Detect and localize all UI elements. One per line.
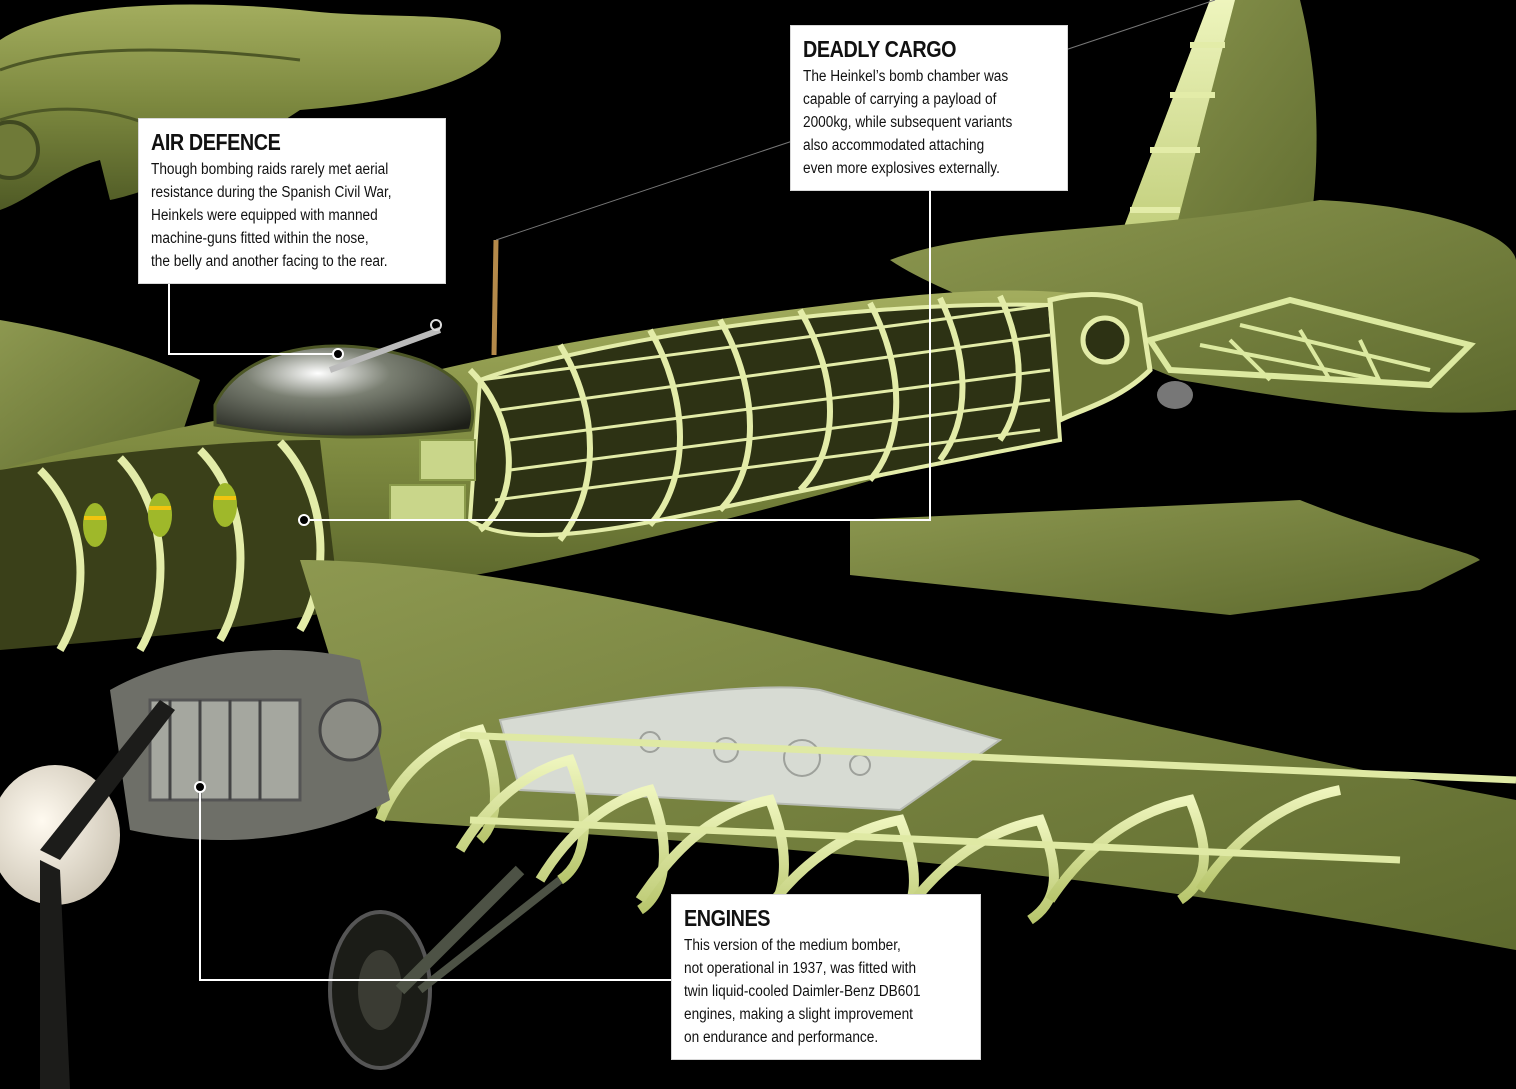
callout-deadly-cargo: DEADLY CARGO The Heinkel’s bomb chamber … xyxy=(790,25,1068,191)
leader-dot-deadly-cargo xyxy=(298,514,310,526)
callout-line: 2000kg, while subsequent variants xyxy=(803,114,1013,131)
callout-body: Though bombing raids rarely met aerial r… xyxy=(151,158,433,273)
callout-line: Heinkels were equipped with manned xyxy=(151,207,378,224)
leader-line-air-defence xyxy=(168,284,338,355)
callout-line: also accommodated attaching xyxy=(803,137,985,154)
callout-line: even more explosives externally. xyxy=(803,160,1000,177)
callout-title: AIR DEFENCE xyxy=(151,129,281,155)
callout-air-defence: AIR DEFENCE Though bombing raids rarely … xyxy=(138,118,446,284)
leader-line-deadly-cargo xyxy=(304,191,931,521)
callout-line: capable of carrying a payload of xyxy=(803,91,997,108)
callout-title: ENGINES xyxy=(684,905,771,931)
callout-line: twin liquid-cooled Daimler-Benz DB601 xyxy=(684,983,921,1000)
engine xyxy=(110,650,390,840)
callout-line: the belly and another facing to the rear… xyxy=(151,253,388,270)
wing-ribs xyxy=(375,724,1341,935)
radio-equipment xyxy=(389,439,476,521)
leader-dot-engines xyxy=(194,781,206,793)
callout-body: This version of the medium bomber, not o… xyxy=(684,934,968,1049)
callout-engines: ENGINES This version of the medium bombe… xyxy=(671,894,981,1060)
horizontal-stabilizer xyxy=(890,200,1516,413)
left-wing-stub xyxy=(0,320,200,470)
callout-line: machine-guns fitted within the nose, xyxy=(151,230,369,247)
callout-line: on endurance and performance. xyxy=(684,1029,879,1046)
tail-cone xyxy=(1047,292,1153,424)
leader-dot-air-defence xyxy=(332,348,344,360)
propeller xyxy=(0,700,175,1089)
fuselage-frames xyxy=(467,294,1063,542)
callout-line: engines, making a slight improvement xyxy=(684,1006,913,1023)
bomb-bay xyxy=(0,439,340,653)
leader-lines xyxy=(168,191,931,981)
wing-spars xyxy=(459,731,1516,864)
callout-line: The Heinkel’s bomb chamber was xyxy=(803,68,1009,85)
leader-dots xyxy=(194,348,344,793)
callout-line: Though bombing raids rarely met aerial xyxy=(151,161,389,178)
callout-body: The Heinkel’s bomb chamber was capable o… xyxy=(803,65,1055,180)
callout-line: not operational in 1937, was fitted with xyxy=(684,960,917,977)
tail-wheel xyxy=(1157,381,1193,409)
callout-title: DEADLY CARGO xyxy=(803,36,957,62)
callout-line: resistance during the Spanish Civil War, xyxy=(151,184,392,201)
far-wing xyxy=(850,500,1480,615)
callout-line: This version of the medium bomber, xyxy=(684,937,901,954)
dorsal-gun-canopy xyxy=(213,319,475,439)
leader-line-engines xyxy=(199,787,671,981)
nacelle-top-left xyxy=(0,4,501,211)
landing-gear xyxy=(328,865,563,1070)
